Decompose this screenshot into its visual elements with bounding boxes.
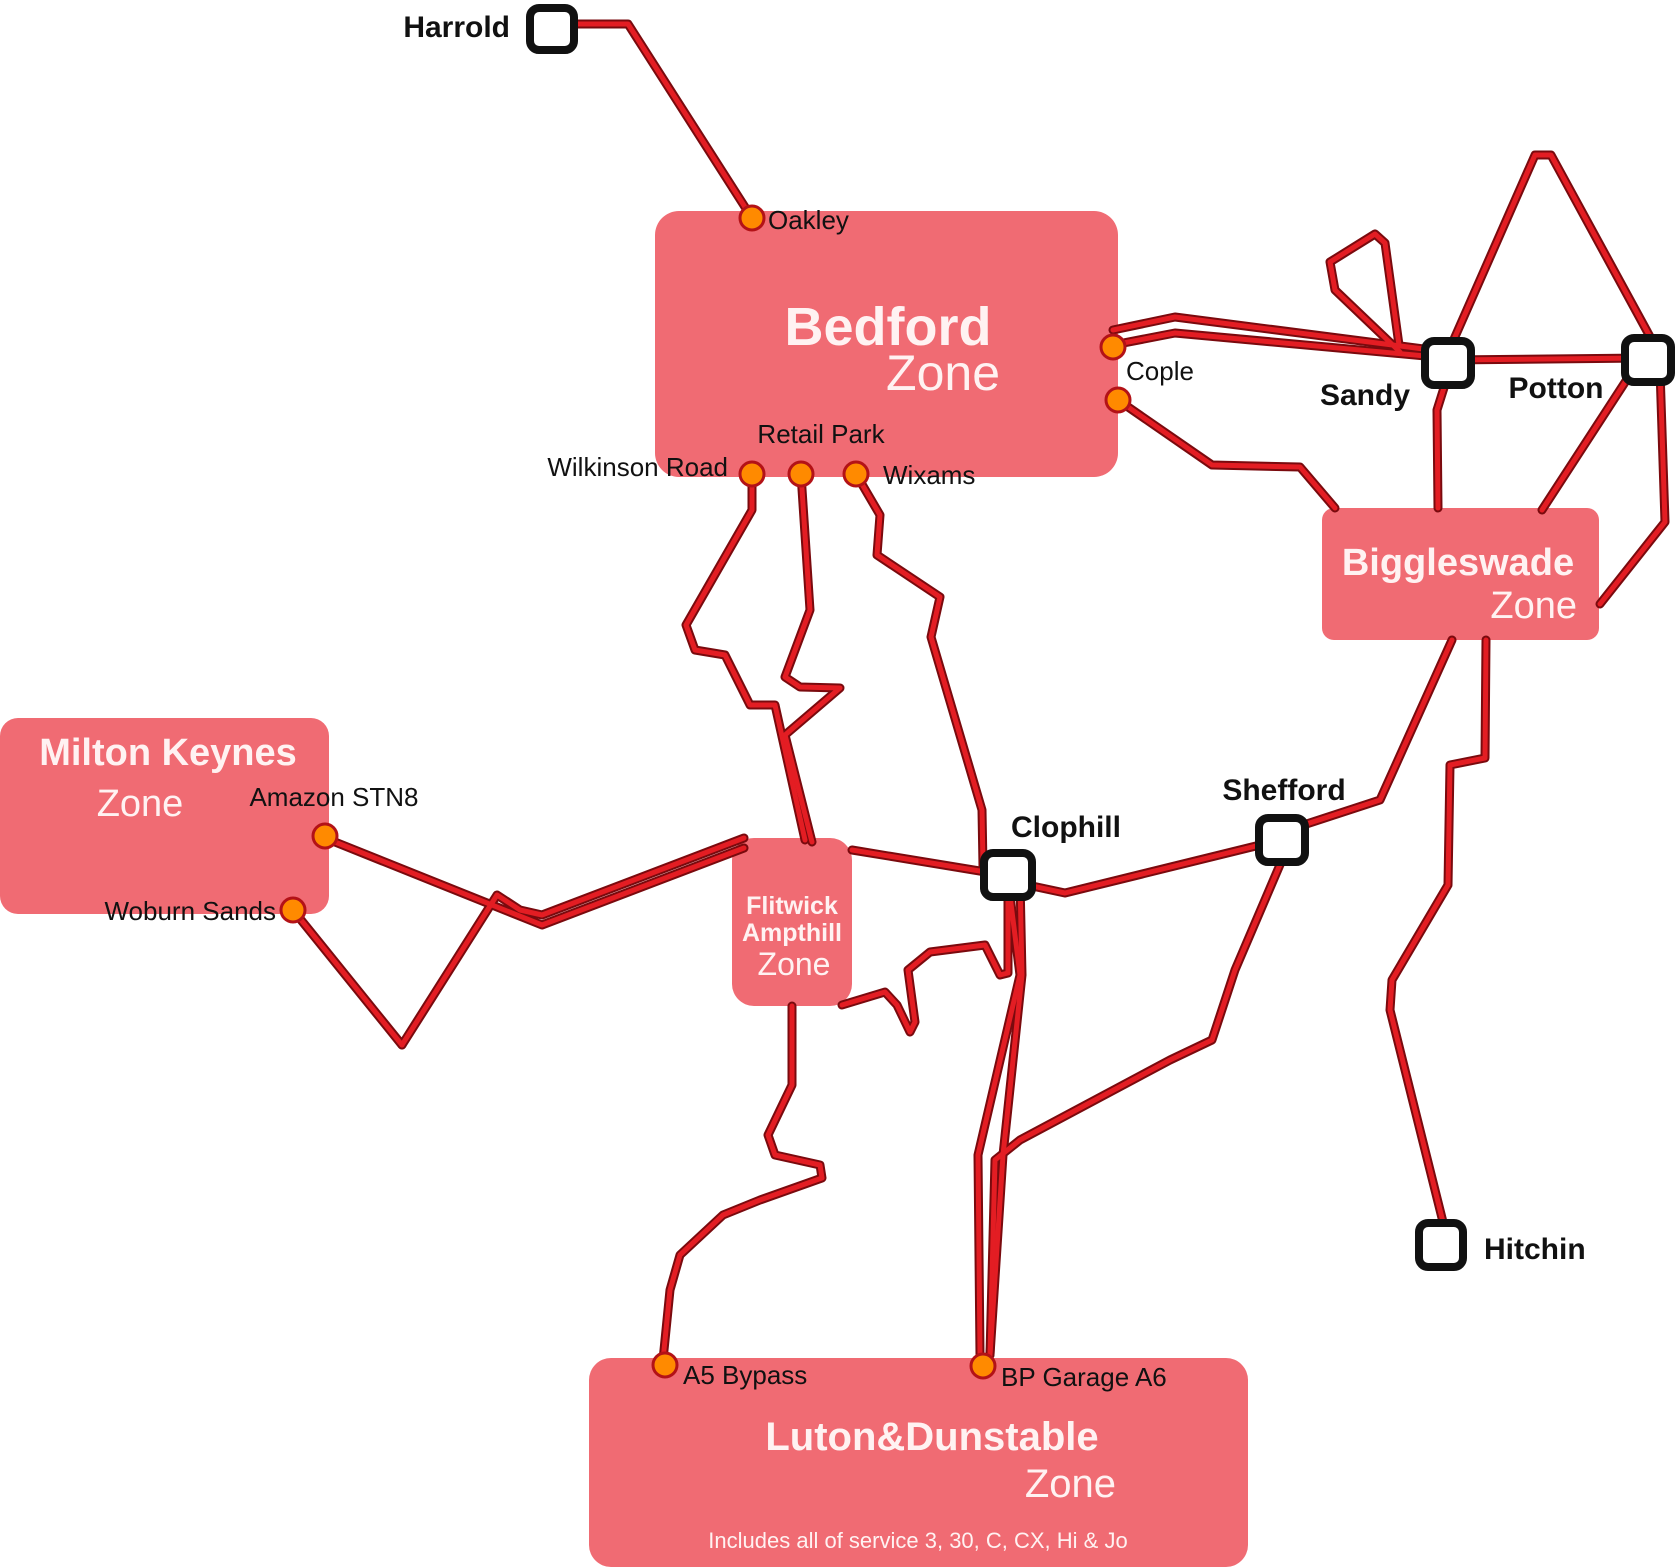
station-label-clophill: Clophill [1011,811,1121,844]
stop-label-amazon: Amazon STN8 [249,782,418,812]
bedford-zone-box[interactable] [655,211,1118,477]
station-harrold[interactable] [526,4,578,54]
stop-cople-a[interactable] [1099,333,1127,361]
station-clophill[interactable] [980,849,1036,901]
stop-cople-b[interactable] [1104,386,1132,414]
route-lines [288,19,1670,1365]
flitwick-zone-title-2: Ampthill [742,919,842,947]
stop-label-wixams: Wixams [883,460,975,490]
stop-labels: Oakley Cople Retail Park Wilkinson Road … [104,205,1193,1392]
biggleswade-zone-title: Biggleswade [1342,542,1574,584]
stop-wixams[interactable] [842,460,870,488]
station-potton[interactable] [1621,334,1675,386]
flitwick-ampthill-zone-box[interactable] [732,838,852,1006]
stop-label-woburn-sands: Woburn Sands [104,896,276,926]
station-shefford[interactable] [1255,814,1309,866]
station-labels: Harrold Sandy Potton Clophill Shefford H… [403,11,1603,1266]
route-wixams-south [851,469,988,871]
route-biggleswade-hitchin [1385,635,1491,1235]
stop-woburn-sands[interactable] [279,896,307,924]
stop-label-a5-bypass: A5 Bypass [683,1360,807,1390]
route-sandy-peak-potton [1442,150,1665,360]
milton-keynes-zone-title: Milton Keynes [39,732,297,774]
stop-label-wilkinson-road: Wilkinson Road [547,452,728,482]
biggleswade-zone-box[interactable] [1322,508,1599,640]
stop-oakley[interactable] [738,204,766,232]
stop-label-cople: Cople [1126,356,1194,386]
stop-label-bp-garage: BP Garage A6 [1001,1362,1167,1392]
bedford-zone-sub: Zone [886,345,1000,401]
route-harrold-oakley [547,19,757,223]
biggleswade-zone-sub: Zone [1490,585,1577,627]
luton-zone-sub: Zone [1025,1462,1116,1506]
stations [526,4,1675,1271]
station-label-potton: Potton [1509,372,1604,405]
station-hitchin[interactable] [1415,1219,1467,1271]
stop-bp-garage[interactable] [969,1352,997,1380]
stop-a5-bypass[interactable] [651,1351,679,1379]
milton-keynes-zone-sub: Zone [97,783,184,825]
luton-zone-note: Includes all of service 3, 30, C, CX, Hi… [708,1528,1127,1553]
route-flitwick-a5 [658,1001,827,1365]
luton-zone-title: Luton&Dunstable [765,1415,1098,1459]
milton-keynes-zone-box[interactable] [0,718,329,914]
route-wilkinson-south [681,469,810,845]
zone-labels: Bedford Zone Biggleswade Zone Milton Key… [39,297,1577,1553]
stops [279,204,1132,1380]
route-cople-biggleswade [1113,395,1340,513]
zone-boxes [0,211,1599,1567]
station-sandy[interactable] [1421,337,1475,389]
stop-wilkinson-road[interactable] [738,460,766,488]
bedford-zone-title: Bedford [785,297,992,357]
route-shefford-bp [985,855,1287,1360]
station-label-sandy: Sandy [1320,379,1410,412]
luton-dunstable-zone-box[interactable] [589,1358,1248,1567]
stop-label-retail-park: Retail Park [757,419,885,449]
stop-label-oakley: Oakley [768,205,849,235]
stop-retail-park[interactable] [787,460,815,488]
stop-amazon[interactable] [311,822,339,850]
station-label-shefford: Shefford [1222,774,1345,807]
station-label-harrold: Harrold [403,11,510,44]
flitwick-zone-sub: Zone [758,946,831,982]
station-label-hitchin: Hitchin [1484,1233,1586,1266]
flitwick-zone-title-1: Flitwick [746,892,838,920]
